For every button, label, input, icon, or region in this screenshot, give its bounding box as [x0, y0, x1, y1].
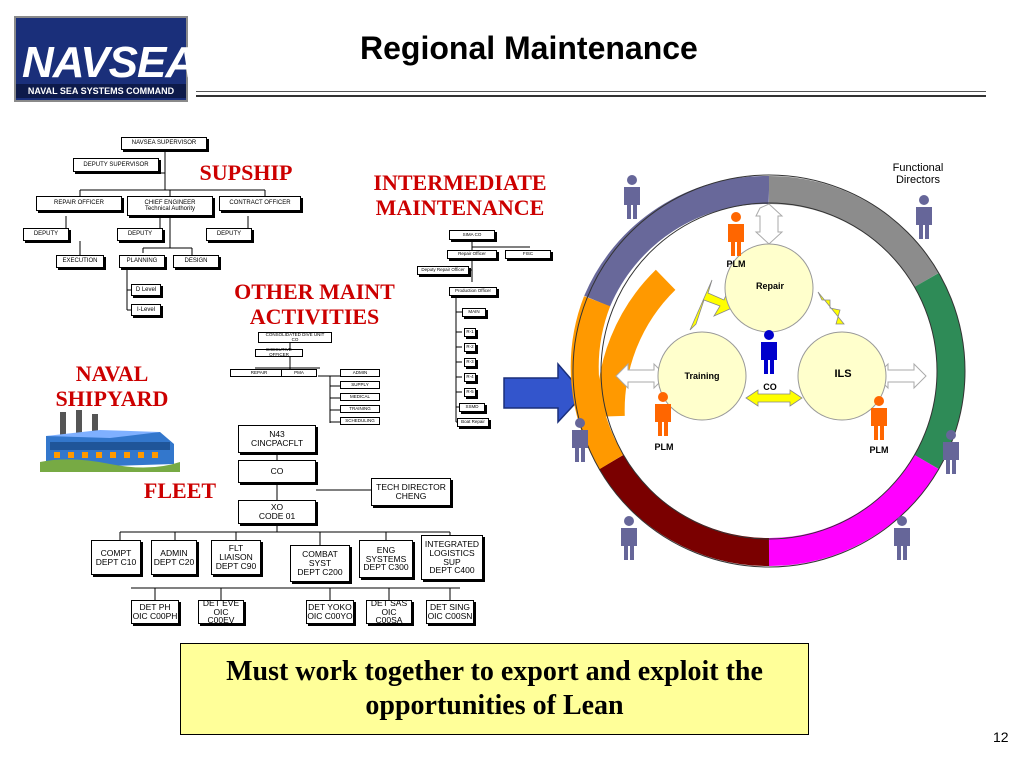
r5-box: R-5	[464, 388, 476, 397]
main-box: MAIN	[462, 308, 486, 317]
d-level-box: D Level	[131, 284, 161, 296]
deputy-box-3: DEPUTY	[206, 228, 252, 241]
repair-officer-im-box: Repair Officer	[447, 250, 497, 259]
training-dept-box: TRAINING	[340, 405, 380, 413]
executive-officer-box: EXECUTIVE OFFICER	[255, 347, 303, 357]
person-orange-icon	[728, 212, 744, 256]
person-orange-icon	[871, 396, 887, 440]
deputy-box-1: DEPUTY	[23, 228, 69, 241]
contract-officer-box: CONTRACT OFFICER	[219, 196, 301, 211]
supship-label: SUPSHIP	[199, 160, 293, 185]
fleet-xo-box: XO CODE 01	[238, 500, 316, 524]
fleet-det-box: DET SING OIC C00SN	[426, 600, 474, 624]
naval-shipyard-label: NAVAL SHIPYARD	[55, 361, 169, 412]
chief-engineer-box: CHIEF ENGINEER Technical Authority	[127, 196, 213, 216]
navsea-logo: NAVSEA NAVAL SEA SYSTEMS COMMAND	[14, 16, 197, 102]
fleet-dept-box: COMPT DEPT C10	[91, 540, 141, 575]
logo-wordmark: NAVSEA	[22, 38, 197, 87]
fleet-det-box: DET EVE OIC C00EV	[198, 598, 244, 625]
training-node	[657, 331, 747, 421]
person-gray-icon	[621, 516, 637, 560]
scheduling-box: SCHEDULING	[340, 417, 380, 425]
design-box: DESIGN	[173, 255, 219, 268]
header-rule-bottom	[196, 95, 986, 97]
fleet-det-box: DET YOKO OIC C00YO	[306, 600, 354, 624]
fleet-dept-box: FLT LIAISON DEPT C90	[211, 540, 261, 575]
person-blue-icon	[761, 330, 777, 374]
dive-unit-co-box: CONSOLIDATED DIVE UNIT CO	[258, 332, 332, 343]
r4-box: R-4	[464, 373, 476, 382]
repair-officer-box: REPAIR OFFICER	[36, 196, 122, 211]
person-gray-icon	[943, 430, 959, 474]
ils-node	[797, 331, 887, 421]
navsea-supervisor-box: NAVSEA SUPERVISOR	[121, 137, 207, 150]
logo-subtitle: NAVAL SEA SYSTEMS COMMAND	[16, 84, 186, 98]
ring-segment-purple	[584, 175, 770, 307]
i-level-box: I-Level	[131, 304, 161, 316]
page-number: 12	[993, 729, 1009, 745]
shipyard-building-icon	[40, 410, 180, 472]
conclusion-banner: Must work together to export and exploit…	[180, 643, 809, 735]
pma-box: PMA	[281, 369, 317, 377]
fleet-dept-box: ADMIN DEPT C20	[151, 540, 197, 575]
planning-box: PLANNING	[119, 255, 165, 268]
repair-label: Repair	[755, 281, 784, 291]
fleet-co-box: CO	[238, 460, 316, 483]
hollow-arrow-right-icon	[875, 362, 927, 390]
fleet-label: FLEET	[143, 478, 217, 503]
person-gray-icon	[572, 418, 588, 462]
sima-co-box: SIMA CO	[449, 230, 495, 240]
fleet-dept-box: COMBAT SYST DEPT C200	[290, 545, 350, 582]
yellow-arrow-right-icon	[817, 291, 845, 325]
tech-director-box: TECH DIRECTOR CHENG	[371, 478, 451, 506]
deputy-supervisor-box: DEPUTY SUPERVISOR	[73, 158, 159, 172]
co-label: CO	[763, 382, 777, 392]
ring-segment-green	[914, 273, 965, 469]
ring-segment-maroon	[599, 454, 770, 567]
r2-box: R-2	[464, 343, 476, 352]
ils-label: ILS	[834, 368, 852, 380]
cycle-diagram	[570, 174, 966, 568]
fisc-box: FISC	[505, 250, 551, 259]
ring-segment-magenta	[768, 454, 939, 567]
yellow-arrow-bottom-icon	[745, 389, 803, 407]
plm-right-label: PLM	[869, 445, 889, 455]
execution-box: EXECUTION	[56, 255, 104, 268]
ring-segment-gray	[768, 175, 939, 288]
blue-arrow-icon	[503, 361, 586, 424]
hollow-arrow-top-icon	[754, 203, 784, 245]
training-label: Training	[684, 371, 720, 381]
page-title: Regional Maintenance	[360, 30, 698, 66]
fleet-dept-box: ENG SYSTEMS DEPT C300	[359, 540, 413, 578]
supply-box: SUPPLY	[340, 381, 380, 389]
n43-cincpacflt-box: N43 CINCPACFLT	[238, 425, 316, 453]
other-maint-label: OTHER MAINT ACTIVITIES	[234, 279, 395, 330]
boat-repair-box: Boat Repair	[457, 418, 489, 427]
functional-directors-label: Functional Directors	[892, 162, 944, 186]
r3-box: R-3	[464, 358, 476, 367]
deputy-repair-officer-box: Deputy Repair Officer	[417, 266, 469, 275]
ring-segment-orange	[596, 269, 676, 417]
fleet-det-box: DET PH OIC C00PH	[131, 600, 179, 624]
medical-box: MEDICAL	[340, 393, 380, 401]
plm-top-label: PLM	[726, 259, 746, 269]
fleet-det-box: DET SAS OIC C00SA	[366, 598, 412, 625]
r1-box: R-1	[464, 328, 476, 337]
person-gray-icon	[624, 175, 640, 219]
ssmd-box: SSMD	[459, 403, 485, 412]
plm-left-label: PLM	[654, 442, 674, 452]
person-gray-icon	[894, 516, 910, 560]
person-gray-icon	[916, 195, 932, 239]
people-icons	[572, 175, 959, 560]
production-officer-box: Production Officer	[449, 287, 497, 296]
header-rule-top	[196, 91, 986, 92]
person-orange-icon	[655, 392, 671, 436]
fleet-dept-box: INTEGRATED LOGISTICS SUP DEPT C400	[421, 535, 483, 580]
admin-dept-box: ADMIN	[340, 369, 380, 377]
ring-segment-orange-2	[570, 296, 624, 470]
deputy-box-2: DEPUTY	[117, 228, 163, 241]
intermediate-label: INTERMEDIATE MAINTENANCE	[373, 170, 547, 221]
